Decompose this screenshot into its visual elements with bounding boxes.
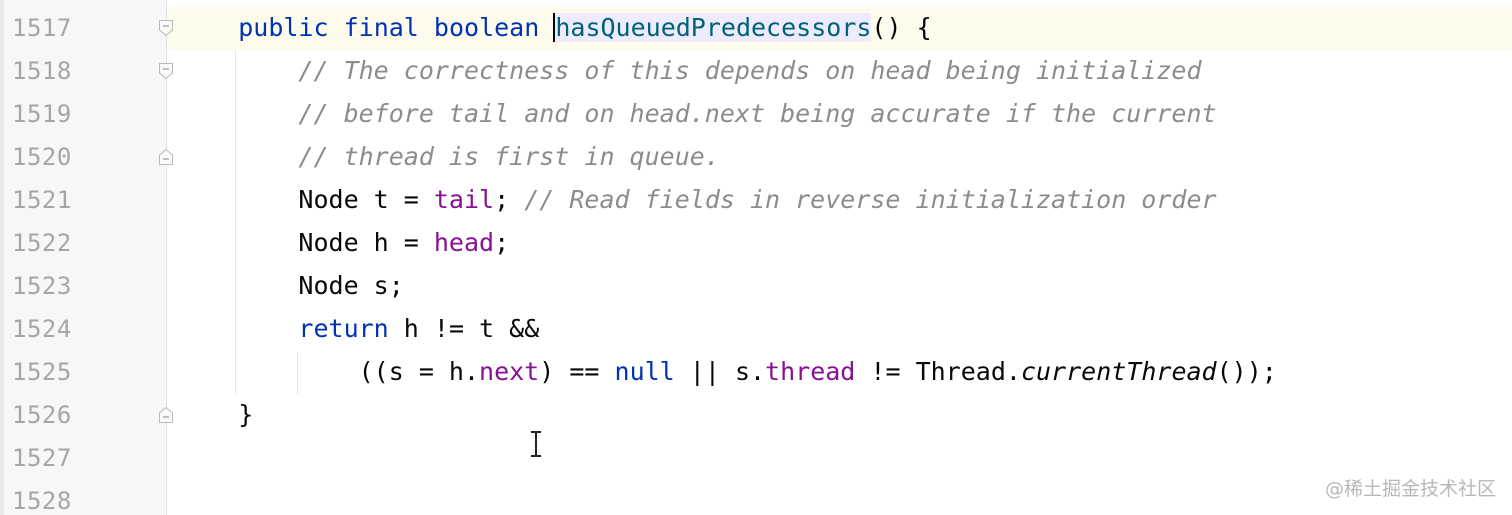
fold-open-icon[interactable] [158, 19, 174, 37]
fold-close-icon[interactable] [158, 148, 174, 166]
code-text[interactable]: ((s = h.next) == null || s.thread != Thr… [178, 356, 1277, 388]
line-number: 1519 [12, 100, 72, 128]
line-number: 1528 [12, 487, 72, 515]
code-text[interactable]: Node s; [178, 270, 404, 302]
code-token: // The correctness of this depends on he… [298, 56, 1202, 85]
code-token: null [614, 357, 675, 386]
code-token: || s. [674, 357, 766, 386]
code-token: Node h = [178, 228, 434, 257]
code-token: head [433, 228, 495, 257]
code-line[interactable]: 1524 return h != t && [0, 308, 1512, 351]
code-text[interactable]: Node t = tail; // Read fields in reverse… [178, 184, 1217, 216]
line-number: 1527 [12, 444, 72, 472]
code-line[interactable]: 1525 ((s = h.next) == null || s.thread !… [0, 351, 1512, 394]
code-line[interactable]: 1520 // thread is first in queue. [0, 136, 1512, 179]
line-number: 1520 [12, 143, 72, 171]
line-number: 1525 [12, 358, 72, 386]
fold-open-icon[interactable] [158, 62, 174, 80]
code-token: ) == [539, 357, 615, 386]
code-line[interactable]: 1519 // before tail and on head.next bei… [0, 93, 1512, 136]
code-token: tail [433, 185, 495, 214]
code-token: currentThread [1020, 357, 1217, 386]
code-token: // Read fields in reverse initialization… [524, 185, 1217, 214]
text-ibeam-cursor-icon [527, 429, 545, 459]
watermark: @稀土掘金技术社区 [1324, 478, 1496, 500]
code-text[interactable]: // The correctness of this depends on he… [178, 55, 1202, 87]
code-line[interactable]: 1517 public final boolean hasQueuedPrede… [0, 7, 1512, 50]
code-token: return [298, 314, 389, 343]
code-token: thread [765, 357, 856, 386]
code-line[interactable]: 1528 [0, 480, 1512, 515]
code-token: hasQueuedPredecessors [553, 13, 872, 42]
code-token [329, 13, 344, 42]
code-token [178, 99, 298, 128]
code-token: } [178, 400, 254, 429]
code-token [178, 314, 298, 343]
code-token: ((s = h. [178, 357, 480, 386]
code-token: != Thread. [855, 357, 1021, 386]
code-text[interactable]: public final boolean hasQueuedPredecesso… [178, 12, 932, 44]
code-token: // thread is first in queue. [298, 142, 720, 171]
code-token: Node s; [178, 271, 404, 300]
code-token [178, 13, 238, 42]
fold-close-icon[interactable] [158, 406, 174, 424]
code-line[interactable]: 1523 Node s; [0, 265, 1512, 308]
code-token: () { [871, 13, 932, 42]
line-number: 1526 [12, 401, 72, 429]
code-token: boolean [433, 13, 540, 42]
code-line[interactable]: 1526 } [0, 394, 1512, 437]
indent-guide [235, 50, 236, 394]
line-number-gutter [0, 0, 167, 515]
code-text[interactable]: } [178, 399, 253, 431]
code-text[interactable]: // thread is first in queue. [178, 141, 720, 173]
code-line[interactable]: 1522 Node h = head; [0, 222, 1512, 265]
code-token: // before tail and on head.next being ac… [298, 99, 1217, 128]
code-token [178, 56, 298, 85]
code-line[interactable]: 1527 [0, 437, 1512, 480]
code-token: next [479, 357, 540, 386]
line-number: 1518 [12, 57, 72, 85]
code-token: final [343, 13, 419, 42]
line-number: 1524 [12, 315, 72, 343]
line-number: 1522 [12, 229, 72, 257]
code-token: h != t && [388, 314, 540, 343]
code-token: ()); [1216, 357, 1277, 386]
code-token: ; [494, 185, 525, 214]
code-token [419, 13, 434, 42]
code-line[interactable]: 1521 Node t = tail; // Read fields in re… [0, 179, 1512, 222]
code-line[interactable]: 1518 // The correctness of this depends … [0, 50, 1512, 93]
code-text[interactable]: // before tail and on head.next being ac… [178, 98, 1217, 130]
code-token: public [238, 13, 329, 42]
code-text[interactable]: Node h = head; [178, 227, 509, 259]
indent-guide [297, 352, 298, 394]
code-token: ; [494, 228, 510, 257]
line-number: 1523 [12, 272, 72, 300]
code-token [178, 142, 298, 171]
editor-left-strip [0, 0, 4, 515]
line-number: 1521 [12, 186, 72, 214]
code-text[interactable]: return h != t && [178, 313, 539, 345]
line-number: 1517 [12, 14, 72, 42]
code-token: Node t = [178, 185, 434, 214]
